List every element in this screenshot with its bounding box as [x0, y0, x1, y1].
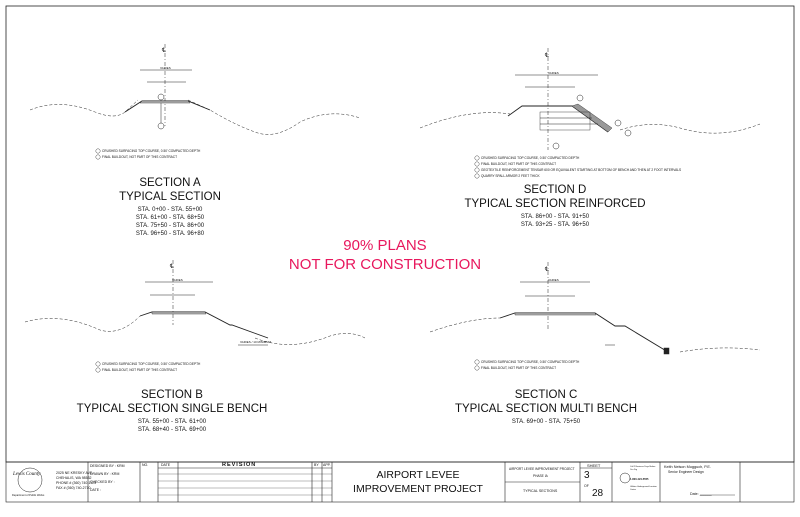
revision-header: REVISION: [222, 462, 257, 468]
existing-ground: [29, 99, 139, 117]
section-a-subtitle: TYPICAL SECTION: [119, 191, 221, 203]
section-c-subtitle: TYPICAL SECTION MULTI BENCH: [454, 403, 638, 415]
section-b-varies-label: VARIES: [172, 278, 183, 282]
designed-by: DESIGNED BY : KRM: [90, 464, 125, 468]
address-line: CHEHALIS, WA 98532: [56, 476, 92, 480]
checked-by: CHECKED BY :: [90, 480, 115, 484]
section-b-station: STA. 55+00 - STA. 61+00: [137, 419, 207, 425]
drawn-by: DRAWN BY : KRM: [90, 472, 120, 476]
section-c-drawing: ℄: [429, 262, 761, 355]
section-a-drawing: ℄: [29, 44, 361, 135]
watermark-line-2: NOT FOR CONSTRUCTION: [288, 256, 482, 273]
section-a-station: STA. 75+50 - STA. 86+00: [135, 223, 205, 229]
signature-date: Date: ______: [690, 492, 712, 496]
section-a-station: STA. 0+00 - STA. 55+00: [137, 207, 203, 213]
section-d-note-1: CRUSHED SURFACING TOP COURSE, 0.50' COMP…: [481, 156, 580, 160]
section-d-drawing: ℄: [419, 48, 761, 150]
section-b-bench-label: VARIES / 10 MINIMUM: [240, 340, 271, 344]
section-b-title: SECTION B: [141, 389, 203, 401]
section-c-note-2: FINAL BUILDOUT, NOT PART OF THIS CONTRAC…: [481, 366, 557, 370]
section-d-note-3: GEOTEXTILE REINFORCEMENT TENSAR 600 OR E…: [481, 168, 682, 172]
section-b-note-1: CRUSHED SURFACING TOP COURSE, 0.50' COMP…: [102, 362, 201, 366]
section-a-station: STA. 61+00 - STA. 68+50: [135, 215, 205, 221]
sheet-label: SHEET: [587, 463, 601, 468]
sheet-total: 28: [592, 488, 604, 499]
section-d-note-2: FINAL BUILDOUT, NOT PART OF THIS CONTRAC…: [481, 162, 557, 166]
project-title-line-2: IMPROVEMENT PROJECT: [353, 483, 483, 495]
section-b-drawing: ℄: [24, 260, 366, 346]
address-line: PHONE # (360) 740-1123: [56, 481, 97, 485]
title-block: [5, 461, 795, 503]
project-title-line-1: AIRPORT LEVEE: [376, 469, 460, 481]
section-d-subtitle: TYPICAL SECTION REINFORCED: [464, 198, 646, 210]
callout-1: [157, 93, 165, 101]
svg-text:℄: ℄: [544, 267, 549, 273]
section-c-note-1: CRUSHED SURFACING TOP COURSE, 0.50' COMP…: [481, 360, 580, 364]
address-line: 2025 NE KRESKY AVE: [56, 471, 93, 475]
revision-no-header: NO.: [142, 463, 149, 467]
section-a-note-1: CRUSHED SURFACING TOP COURSE, 0.50' COMP…: [102, 149, 201, 153]
county-seal: [17, 467, 43, 493]
section-a-varies-label: VARIES: [160, 66, 171, 70]
section-d-title: SECTION D: [523, 184, 587, 196]
county-logo-text: Lewis County: [13, 472, 41, 477]
engineer-name: Keith Nelson Mugguch, P.E.: [664, 465, 711, 469]
project-phase: PHASE IA: [533, 474, 548, 478]
call-before-dig-logo: [619, 472, 631, 484]
section-b-station: STA. 68+40 - STA. 69+00: [137, 427, 207, 433]
section-c-station: STA. 69+00 - STA. 75+50: [511, 419, 581, 425]
section-d-note-4: QUARRY SPALL ARMOR 2 FEET THICK: [481, 174, 540, 178]
section-d-station: STA. 93+25 - STA. 96+50: [520, 222, 590, 228]
watermark-line-1: 90% PLANS: [343, 237, 427, 254]
department-name: Department of Public Works: [12, 494, 45, 497]
engineer-title: Senior Engineer Design: [668, 470, 704, 474]
section-b-note-2: FINAL BUILDOUT, NOT PART OF THIS CONTRAC…: [102, 368, 178, 372]
sheet-number: 3: [584, 470, 590, 481]
project-name-small: AIRPORT LEVEE IMPROVEMENT PROJECT: [509, 467, 575, 471]
call-before-dig-text: Call 2 Business Days Before You Dig: [630, 466, 656, 471]
svg-text:℄: ℄: [161, 48, 166, 54]
callout-2: [157, 122, 165, 130]
svg-text:℄: ℄: [544, 53, 549, 59]
section-d-varies-label: VARIES: [548, 71, 559, 75]
svg-text:℄: ℄: [169, 264, 174, 270]
sheet-subject: TYPICAL SECTIONS: [523, 489, 558, 493]
section-c-title: SECTION C: [514, 389, 578, 401]
call-number: 1-800-424-5555: [630, 478, 649, 481]
revision-date-header: DATE: [161, 463, 171, 467]
section-a-station: STA. 96+50 - STA. 96+80: [135, 231, 205, 237]
section-a-title: SECTION A: [139, 177, 201, 189]
revision-appr-header: APP.: [323, 463, 331, 467]
utility-center: Utilities Underground Location Center: [630, 486, 657, 491]
section-b-subtitle: TYPICAL SECTION SINGLE BENCH: [76, 403, 268, 415]
section-a-note-2: FINAL BUILDOUT, NOT PART OF THIS CONTRAC…: [102, 155, 178, 159]
revision-by-header: BY: [314, 463, 319, 467]
section-d-station: STA. 86+00 - STA. 91+50: [520, 214, 590, 220]
address-line: FAX # (360) 740-2710: [56, 486, 91, 490]
date-label: DATE :: [90, 488, 102, 492]
section-c-varies-label: VARIES: [548, 278, 559, 282]
of-label: OF: [584, 484, 589, 488]
